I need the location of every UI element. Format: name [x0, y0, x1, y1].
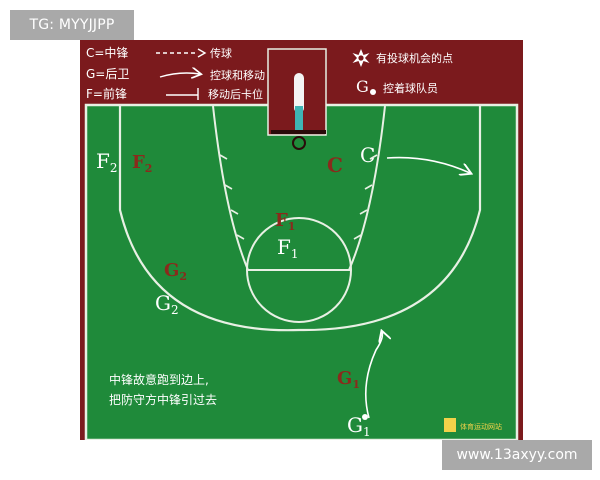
legend-dribble-line	[159, 73, 200, 77]
legend-screen-label: 移动后卡位	[208, 87, 263, 101]
center-move-arrow	[386, 156, 470, 173]
legend-screen-line	[166, 88, 199, 100]
player-f2-attack: F2	[96, 149, 118, 175]
legend-pass-arrowhead	[197, 48, 207, 58]
lane-hash-marks	[219, 154, 378, 240]
court-floor	[86, 105, 517, 440]
player-c-attack: C	[360, 143, 375, 167]
player-f2-defend: F2	[132, 152, 152, 175]
player-g2-attack: G2	[155, 291, 179, 317]
player-g2-defend: G2	[164, 260, 187, 283]
logo-mark-icon	[444, 418, 456, 432]
legend-pass-label: 传球	[210, 46, 232, 60]
legend: C=中锋 G=后卫 F=前锋 传球 控球和移动 移动后卡位 有投球机会的点 G …	[86, 45, 453, 101]
hoop-post	[295, 106, 303, 130]
tg-badge: TG: MYYJJPP	[10, 10, 134, 40]
legend-ball-handler-label: 控着球队员	[383, 81, 438, 95]
basketball-play-diagram: C=中锋 G=后卫 F=前锋 传球 控球和移动 移动后卡位 有投球机会的点 G …	[80, 40, 523, 440]
legend-ball-dot	[370, 89, 376, 95]
legend-center: C=中锋	[86, 45, 128, 60]
legend-forward: F=前锋	[86, 86, 127, 101]
player-g1-defend: G1	[337, 368, 360, 391]
burst-icon	[352, 49, 370, 67]
three-point-line	[118, 106, 482, 332]
player-c-defend: C	[327, 153, 343, 177]
note-line-1: 中锋故意跑到边上,	[109, 372, 209, 387]
paint-lines	[212, 105, 386, 271]
note-line-2: 把防守方中锋引过去	[109, 392, 217, 407]
watermark: www.13axyy.com	[442, 440, 592, 470]
player-f1-attack: F1	[277, 235, 299, 261]
hoop-rim	[292, 136, 306, 150]
player-g1-attack: G1	[347, 413, 371, 439]
hoop-post-top	[294, 73, 304, 113]
free-throw-circle	[246, 217, 352, 323]
site-logo: 体育运动网站	[444, 418, 502, 432]
guard-dribble-arrow	[364, 332, 383, 419]
logo-text: 体育运动网站	[460, 422, 502, 431]
legend-guard: G=后卫	[86, 67, 129, 81]
legend-dribble-label: 控球和移动	[210, 68, 265, 82]
legend-ball-handler-letter: G	[356, 77, 369, 96]
player-f1-defend: F1	[275, 210, 295, 233]
ball-dot	[362, 414, 368, 420]
legend-shot-label: 有投球机会的点	[376, 51, 453, 65]
court-svg: C=中锋 G=后卫 F=前锋 传球 控球和移动 移动后卡位 有投球机会的点 G …	[80, 40, 523, 440]
